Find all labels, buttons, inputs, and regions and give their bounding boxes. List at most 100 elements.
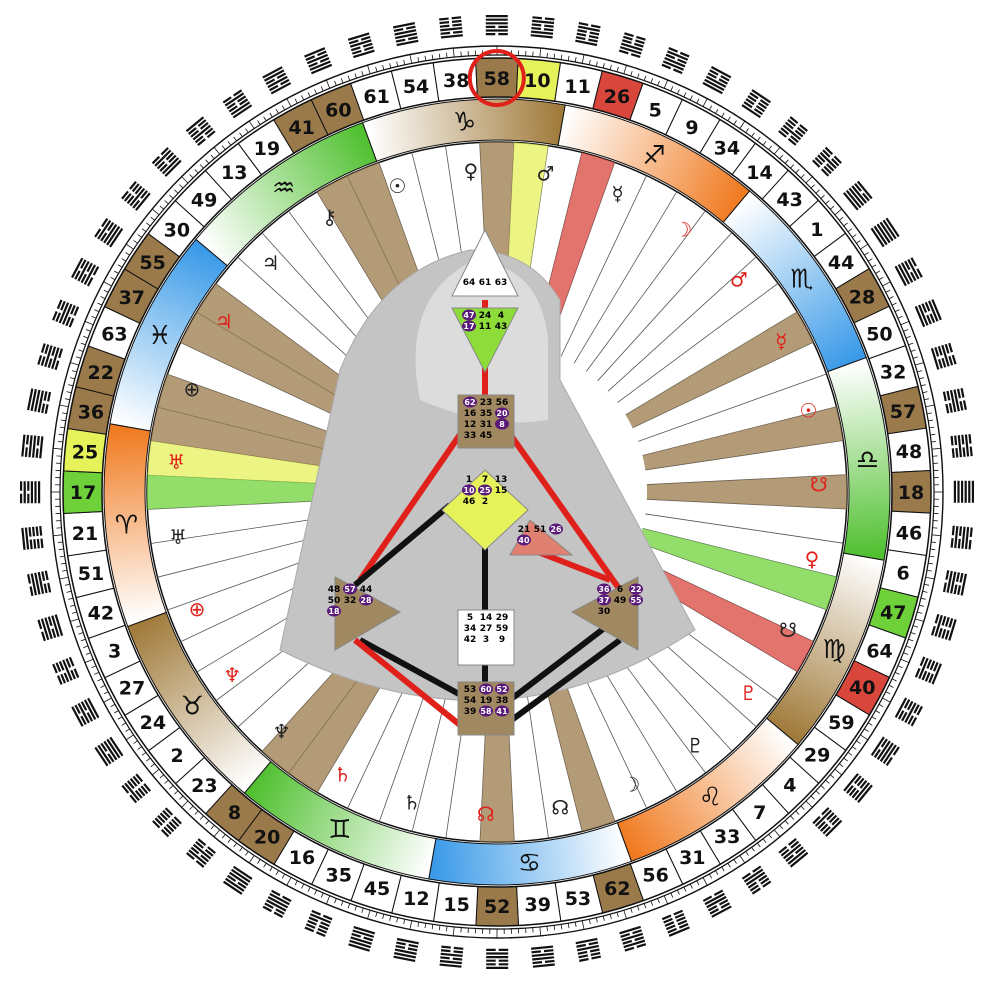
center-gate-active: 26: [550, 525, 562, 534]
hexagram-icon: [37, 343, 63, 370]
gate-number: 1: [810, 219, 823, 241]
zodiac-leo-icon: ♌: [699, 783, 722, 813]
center-gate-active: 40: [518, 536, 530, 545]
hexagram-icon: [223, 89, 253, 118]
gate-number: 64: [866, 640, 892, 662]
hexagram-icon: [486, 949, 508, 969]
zodiac-gemini-icon: ♊: [328, 815, 351, 845]
gate-number: 30: [164, 220, 190, 242]
center-gate: 15: [495, 486, 508, 496]
gate-number: 15: [443, 894, 469, 916]
center-gate: 1: [466, 475, 472, 485]
hexagram-icon: [871, 218, 900, 248]
gate-number: 43: [776, 189, 802, 211]
hexagram-icon: [186, 838, 216, 868]
hexagram-icon: [619, 32, 646, 58]
center-gate: 38: [496, 696, 509, 706]
hexagram-icon: [575, 22, 601, 46]
gate-number: 54: [403, 76, 429, 98]
gate-number: 47: [880, 602, 906, 624]
center-gate: 9: [499, 635, 505, 645]
center-gate: 51: [534, 525, 547, 535]
hexagram-icon: [915, 299, 942, 327]
gate-number: 24: [140, 712, 166, 734]
gate-number: 10: [524, 70, 550, 92]
hexagram-icon: [37, 614, 63, 641]
gate-number: 8: [228, 802, 241, 824]
hexagram-icon: [348, 32, 375, 58]
center-gate-active: 10: [463, 486, 475, 495]
gate-number: 17: [70, 482, 96, 504]
center-gate-active: 52: [496, 685, 507, 694]
hexagram-icon: [21, 435, 43, 459]
planet-moon-black-icon: ☽: [622, 773, 640, 797]
center-gate: 46: [463, 497, 476, 507]
hexagram-icon: [741, 89, 771, 118]
hexagram-icon: [531, 16, 555, 38]
planet-mars-black-icon: ♂: [537, 162, 555, 186]
hexagram-icon: [951, 526, 973, 550]
gate-number: 2: [170, 745, 183, 767]
gate-number: 37: [119, 287, 145, 309]
center-gate-active: 62: [464, 398, 475, 407]
gate-number: 5: [649, 99, 662, 121]
zodiac-cancer-icon: ♋: [518, 849, 541, 879]
center-gate: 7: [482, 475, 488, 485]
gate-number: 38: [443, 70, 469, 92]
center-gate: 50: [328, 596, 341, 606]
hexagram-icon: [94, 218, 123, 248]
zodiac-scorpio-icon: ♏: [790, 265, 813, 295]
hexagram-icon: [915, 656, 942, 684]
hexagram-icon: [531, 945, 555, 967]
center-gate-active: 55: [630, 596, 642, 605]
center-gate: 11: [479, 322, 492, 332]
center-gate: 64: [463, 278, 476, 288]
center-gate: 5: [467, 613, 473, 623]
zodiac-taurus-icon: ♉: [181, 691, 204, 721]
planet-south-node-black-icon: ☋: [779, 618, 797, 642]
gate-number: 46: [896, 522, 922, 544]
hexagram-icon: [742, 866, 772, 895]
center-gate: 3: [483, 635, 489, 645]
gate-number: 26: [604, 86, 630, 108]
gate-number: 22: [88, 362, 114, 384]
center-gate: 31: [480, 420, 493, 430]
center-gate: 44: [360, 585, 373, 595]
gate-number: 19: [254, 138, 280, 160]
hexagram-icon: [121, 181, 151, 211]
planet-jupiter-black-icon: ♃: [262, 251, 280, 275]
gate-number: 6: [896, 563, 909, 585]
center-gate: 19: [480, 696, 493, 706]
hexagram-icon: [27, 388, 51, 414]
hexagram-icon: [304, 910, 332, 937]
gate-number: 58: [484, 68, 510, 90]
planet-saturn-red-icon: ♄: [334, 763, 352, 787]
center-gate: 2: [482, 497, 488, 507]
hexagram-icon: [71, 258, 99, 287]
gate-number: 40: [849, 677, 875, 699]
gate-number: 53: [565, 888, 591, 910]
hexagram-icon: [943, 570, 967, 596]
center-gate: 56: [496, 398, 509, 408]
center-gate: 29: [496, 613, 509, 623]
planet-sun-red-icon: ☉: [800, 398, 818, 422]
planet-uranus-black-icon: ♅: [169, 525, 187, 549]
gate-number: 48: [896, 441, 922, 463]
hexagram-icon: [843, 181, 873, 211]
gate-number: 49: [191, 189, 217, 211]
center-gate: 30: [598, 607, 611, 617]
hexagram-icon: [843, 773, 873, 803]
center-gate: 32: [344, 596, 357, 606]
hexagram-icon: [262, 66, 291, 94]
center-gate: 61: [479, 278, 492, 288]
center-gate-active: 22: [630, 585, 641, 594]
center-gate: 59: [496, 624, 509, 634]
hexagram-icon: [895, 697, 923, 726]
gate-number: 3: [108, 641, 121, 663]
hexagram-icon: [152, 147, 182, 177]
center-gate: 53: [464, 685, 477, 695]
gate-number: 57: [890, 401, 916, 423]
hexagram-icon: [486, 15, 508, 35]
hexagram-icon: [71, 698, 99, 727]
